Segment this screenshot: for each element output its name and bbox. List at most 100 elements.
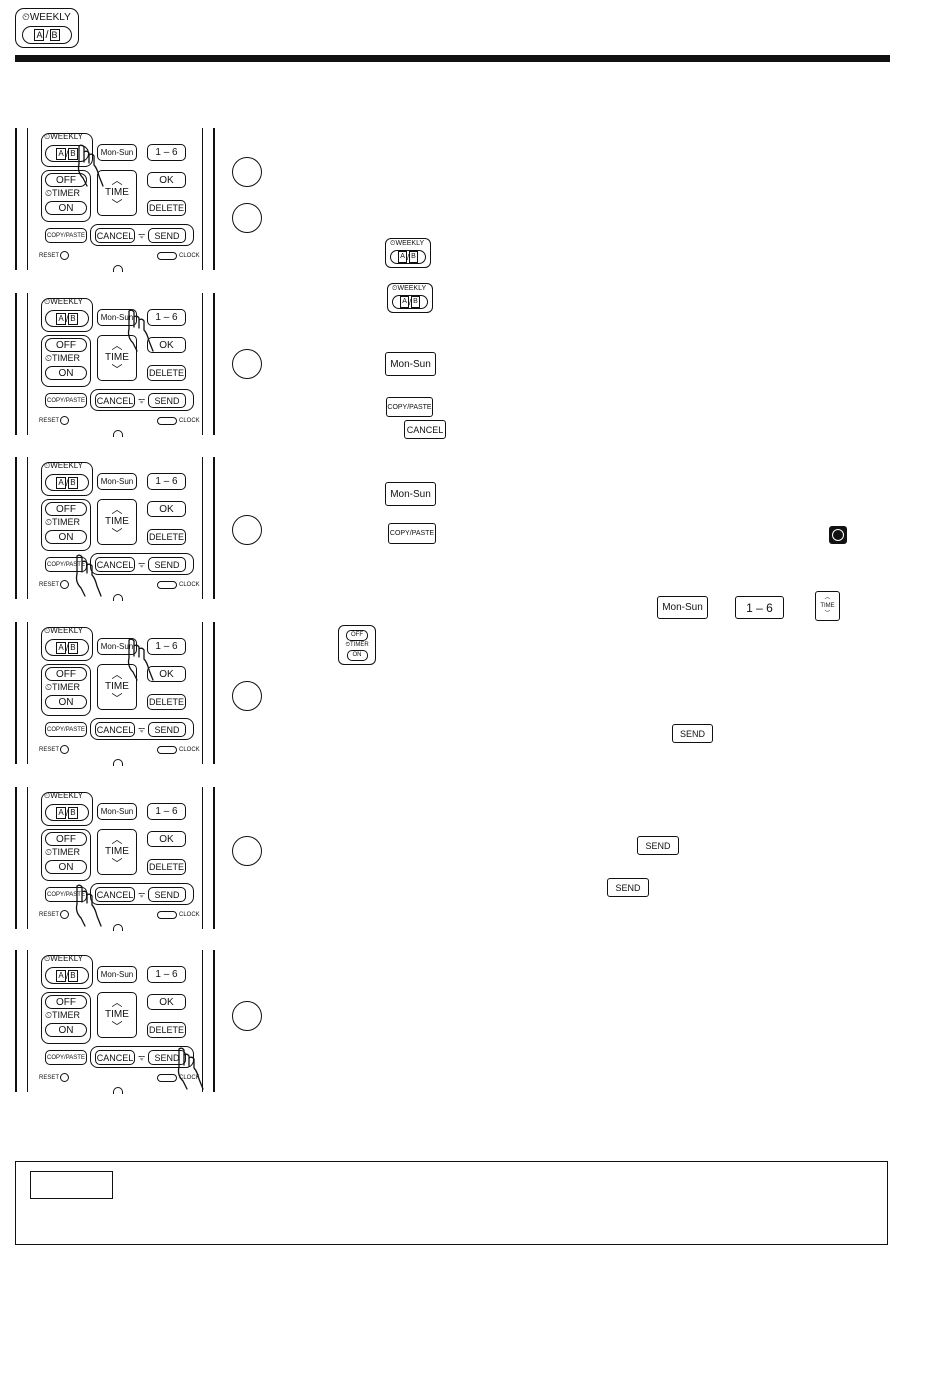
reset-label: RESET bbox=[39, 418, 60, 424]
on-button[interactable]: ON bbox=[45, 201, 87, 215]
delete-button[interactable]: DELETE bbox=[147, 200, 186, 216]
time-button[interactable]: ︿ TIME ﹀ bbox=[97, 335, 137, 381]
timer-label: ⏲TIMER bbox=[45, 188, 81, 198]
on-button[interactable]: ON bbox=[45, 695, 87, 709]
send-button[interactable]: SEND bbox=[148, 557, 186, 572]
off-button[interactable]: OFF bbox=[45, 338, 87, 352]
ok-button[interactable]: OK bbox=[147, 994, 186, 1010]
clock-icon bbox=[829, 526, 847, 544]
cancel-button[interactable]: CANCEL bbox=[95, 228, 135, 243]
ab-button[interactable]: A/B bbox=[45, 145, 89, 162]
cancel-button[interactable]: CANCEL bbox=[95, 557, 135, 572]
off-button[interactable]: OFF bbox=[45, 832, 87, 846]
b-letter: B bbox=[49, 29, 60, 41]
one-six-button[interactable]: 1 – 6 bbox=[147, 638, 186, 655]
delete-button[interactable]: DELETE bbox=[147, 1022, 186, 1038]
one-six-button[interactable]: 1 – 6 bbox=[147, 966, 186, 983]
remote-edge bbox=[202, 622, 203, 764]
reset-button[interactable] bbox=[60, 251, 69, 260]
remote-notch bbox=[113, 594, 123, 601]
reset-button[interactable] bbox=[60, 910, 69, 919]
remote-edge bbox=[27, 950, 28, 1092]
clock-button[interactable] bbox=[157, 911, 177, 919]
mon-sun-button[interactable]: Mon-Sun bbox=[97, 803, 137, 820]
send-button[interactable]: SEND bbox=[148, 393, 186, 408]
cancel-button[interactable]: CANCEL bbox=[95, 722, 135, 737]
clock-button[interactable] bbox=[157, 1074, 177, 1082]
off-button[interactable]: OFF bbox=[45, 995, 87, 1009]
timer-group bbox=[41, 992, 91, 1044]
mon-sun-button[interactable]: Mon-Sun bbox=[97, 638, 137, 655]
cancel-button[interactable]: CANCEL bbox=[95, 1050, 135, 1065]
ab-toggle: A / B bbox=[22, 26, 72, 44]
remote-control-panel: ⏲WEEKLY A/B Mon-Sun 1 – 6 OFF ⏲TIMER ON … bbox=[15, 128, 215, 272]
pointing-hand-icon bbox=[75, 884, 102, 927]
send-button[interactable]: SEND bbox=[148, 228, 186, 243]
reset-button[interactable] bbox=[60, 416, 69, 425]
ab-button[interactable]: A/B bbox=[45, 804, 89, 821]
time-button[interactable]: ︿ TIME ﹀ bbox=[97, 992, 137, 1038]
weekly-label: ⏲WEEKLY bbox=[44, 954, 83, 963]
time-button[interactable]: ︿ TIME ﹀ bbox=[97, 664, 137, 710]
time-button[interactable]: ︿ TIME ﹀ bbox=[97, 170, 137, 216]
ab-button[interactable]: A/B bbox=[45, 310, 89, 327]
clock-button[interactable] bbox=[157, 252, 177, 260]
mon-sun-button[interactable]: Mon-Sun bbox=[97, 309, 137, 326]
clock-label: CLOCK bbox=[179, 253, 200, 259]
copy-paste-button[interactable]: COPY/PASTE bbox=[45, 228, 87, 243]
ok-button[interactable]: OK bbox=[147, 501, 186, 517]
delete-button[interactable]: DELETE bbox=[147, 529, 186, 545]
weekly-ab-header-icon: ⏲WEEKLY A / B bbox=[15, 8, 79, 48]
pointing-hand-icon bbox=[75, 554, 102, 597]
ab-button[interactable]: A/B bbox=[45, 967, 89, 984]
chevron-down-icon: ﹀ bbox=[111, 858, 123, 870]
timer-label: ⏲TIMER bbox=[45, 1010, 81, 1020]
time-button[interactable]: ︿ TIME ﹀ bbox=[97, 829, 137, 875]
clock-button[interactable] bbox=[157, 417, 177, 425]
delete-button[interactable]: DELETE bbox=[147, 694, 186, 710]
ab-button[interactable]: A/B bbox=[45, 474, 89, 491]
on-button[interactable]: ON bbox=[45, 530, 87, 544]
send-button[interactable]: SEND bbox=[148, 1050, 186, 1065]
send-button[interactable]: SEND bbox=[148, 722, 186, 737]
send-button[interactable]: SEND bbox=[148, 887, 186, 902]
ok-button[interactable]: OK bbox=[147, 172, 186, 188]
ab-button[interactable]: A/B bbox=[45, 639, 89, 656]
remote-notch bbox=[113, 924, 123, 931]
signal-icon: ᯤ bbox=[138, 890, 146, 899]
one-six-button[interactable]: 1 – 6 bbox=[147, 144, 186, 161]
off-timer-on-icon: OFF ⏲TIMER ON bbox=[338, 625, 376, 665]
cancel-button[interactable]: CANCEL bbox=[95, 887, 135, 902]
time-button[interactable]: ︿ TIME ﹀ bbox=[97, 499, 137, 545]
ok-button[interactable]: OK bbox=[147, 666, 186, 682]
one-six-button[interactable]: 1 – 6 bbox=[147, 473, 186, 490]
reset-button[interactable] bbox=[60, 580, 69, 589]
clock-button[interactable] bbox=[157, 581, 177, 589]
delete-button[interactable]: DELETE bbox=[147, 365, 186, 381]
ok-button[interactable]: OK bbox=[147, 831, 186, 847]
weekly-label: ⏲WEEKLY bbox=[44, 791, 83, 800]
one-six-button[interactable]: 1 – 6 bbox=[147, 803, 186, 820]
copy-paste-button[interactable]: COPY/PASTE bbox=[45, 393, 87, 408]
on-button[interactable]: ON bbox=[45, 860, 87, 874]
off-button[interactable]: OFF bbox=[45, 502, 87, 516]
off-button[interactable]: OFF bbox=[45, 173, 87, 187]
reset-button[interactable] bbox=[60, 1073, 69, 1082]
reset-button[interactable] bbox=[60, 745, 69, 754]
ok-button[interactable]: OK bbox=[147, 337, 186, 353]
copy-paste-button[interactable]: COPY/PASTE bbox=[45, 1050, 87, 1065]
mon-sun-button[interactable]: Mon-Sun bbox=[97, 966, 137, 983]
delete-button[interactable]: DELETE bbox=[147, 859, 186, 875]
on-button[interactable]: ON bbox=[45, 1023, 87, 1037]
copy-paste-button[interactable]: COPY/PASTE bbox=[45, 722, 87, 737]
on-button[interactable]: ON bbox=[45, 366, 87, 380]
off-button[interactable]: OFF bbox=[45, 667, 87, 681]
one-six-button[interactable]: 1 – 6 bbox=[147, 309, 186, 326]
clock-label: CLOCK bbox=[179, 747, 200, 753]
mon-sun-button[interactable]: Mon-Sun bbox=[97, 144, 137, 161]
timer-group bbox=[41, 335, 91, 387]
clock-button[interactable] bbox=[157, 746, 177, 754]
cancel-button[interactable]: CANCEL bbox=[95, 393, 135, 408]
mon-sun-button[interactable]: Mon-Sun bbox=[97, 473, 137, 490]
remote-notch bbox=[113, 759, 123, 766]
